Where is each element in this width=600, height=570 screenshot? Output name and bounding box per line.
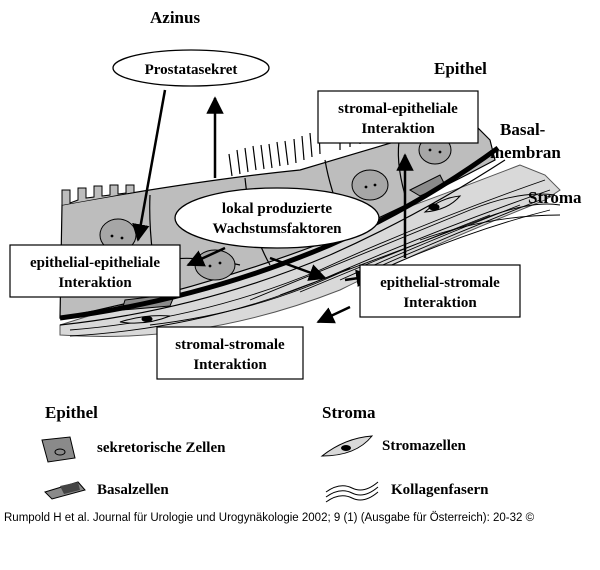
prostatasekret-ellipse <box>112 49 270 87</box>
legend-basalzellen: Basalzellen <box>97 482 169 498</box>
legend-sekretorische: sekretorische Zellen <box>97 440 226 456</box>
wachstumsfaktoren-label-2: Wachstumsfaktoren <box>213 221 343 237</box>
box-stromal-epithelial: stromal-epitheliale Interaktion <box>317 90 479 144</box>
prostatasekret-label: Prostatasekret <box>145 62 238 78</box>
stromal-stromal-line1: stromal-stromale <box>175 337 285 353</box>
azinus-label: Azinus <box>150 8 200 27</box>
stromal-stromal-line2: Interaktion <box>193 357 267 373</box>
stroma-cells <box>119 195 462 324</box>
stromal-epithelial-line2: Interaktion <box>361 121 435 137</box>
legend-stroma-heading: Stroma <box>322 403 376 422</box>
stromazelle-icon <box>320 435 374 457</box>
prostate-interaction-diagram: Azinus Prostatasekret Epithel Basal- mem… <box>9 8 582 503</box>
legend-epithel-heading: Epithel <box>45 403 98 422</box>
arrows <box>132 89 414 324</box>
nucleoli <box>110 148 442 268</box>
basement-membrane-lower <box>59 159 506 326</box>
stroma-label: Stroma <box>528 188 582 207</box>
apical-villi <box>61 184 135 205</box>
basement-membrane <box>59 145 500 321</box>
legend-stromazellen: Stromazellen <box>382 438 467 454</box>
basalmembran-label-1: Basal- <box>500 120 546 139</box>
epithel-label: Epithel <box>434 59 487 78</box>
epithelial-stromal-line1: epithelial-stromale <box>380 275 500 291</box>
wachstumsfaktoren-ellipse <box>174 187 380 249</box>
epithelial-epithelial-line2: Interaktion <box>58 275 132 291</box>
box-stromal-stromal: stromal-stromale Interaktion <box>156 326 304 380</box>
basalmembran-label-2: membran <box>490 143 561 162</box>
basalzelle-icon <box>44 481 86 500</box>
epithelial-epithelial-line1: epithelial-epitheliale <box>30 255 160 271</box>
stromal-epithelial-line1: stromal-epitheliale <box>338 101 458 117</box>
citation-text: Rumpold H et al. Journal für Urologie un… <box>4 512 535 524</box>
kollagenfaser-icon <box>325 481 379 503</box>
box-epithelial-epithelial: epithelial-epitheliale Interaktion <box>9 244 181 298</box>
box-epithelial-stromal: epithelial-stromale Interaktion <box>359 264 521 318</box>
epithelial-stromal-line2: Interaktion <box>403 295 477 311</box>
sekretorische-zelle-icon <box>41 436 76 463</box>
wachstumsfaktoren-label-1: lokal produzierte <box>222 201 332 217</box>
legend: Epithel Stroma sekretorische Zellen Basa… <box>41 403 489 503</box>
legend-kollagenfasern: Kollagenfasern <box>391 482 489 498</box>
